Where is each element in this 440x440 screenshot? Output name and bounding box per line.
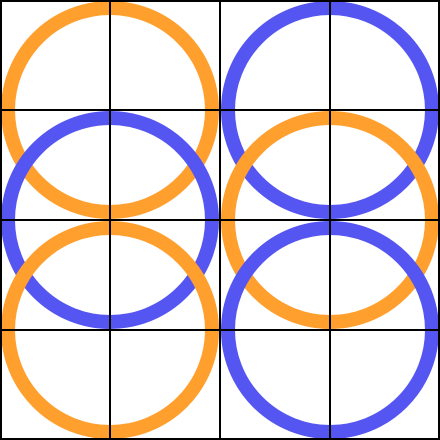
ring-grid-drawing [0,0,440,440]
grid-layer [0,0,440,440]
ring-grid-canvas [0,0,440,440]
